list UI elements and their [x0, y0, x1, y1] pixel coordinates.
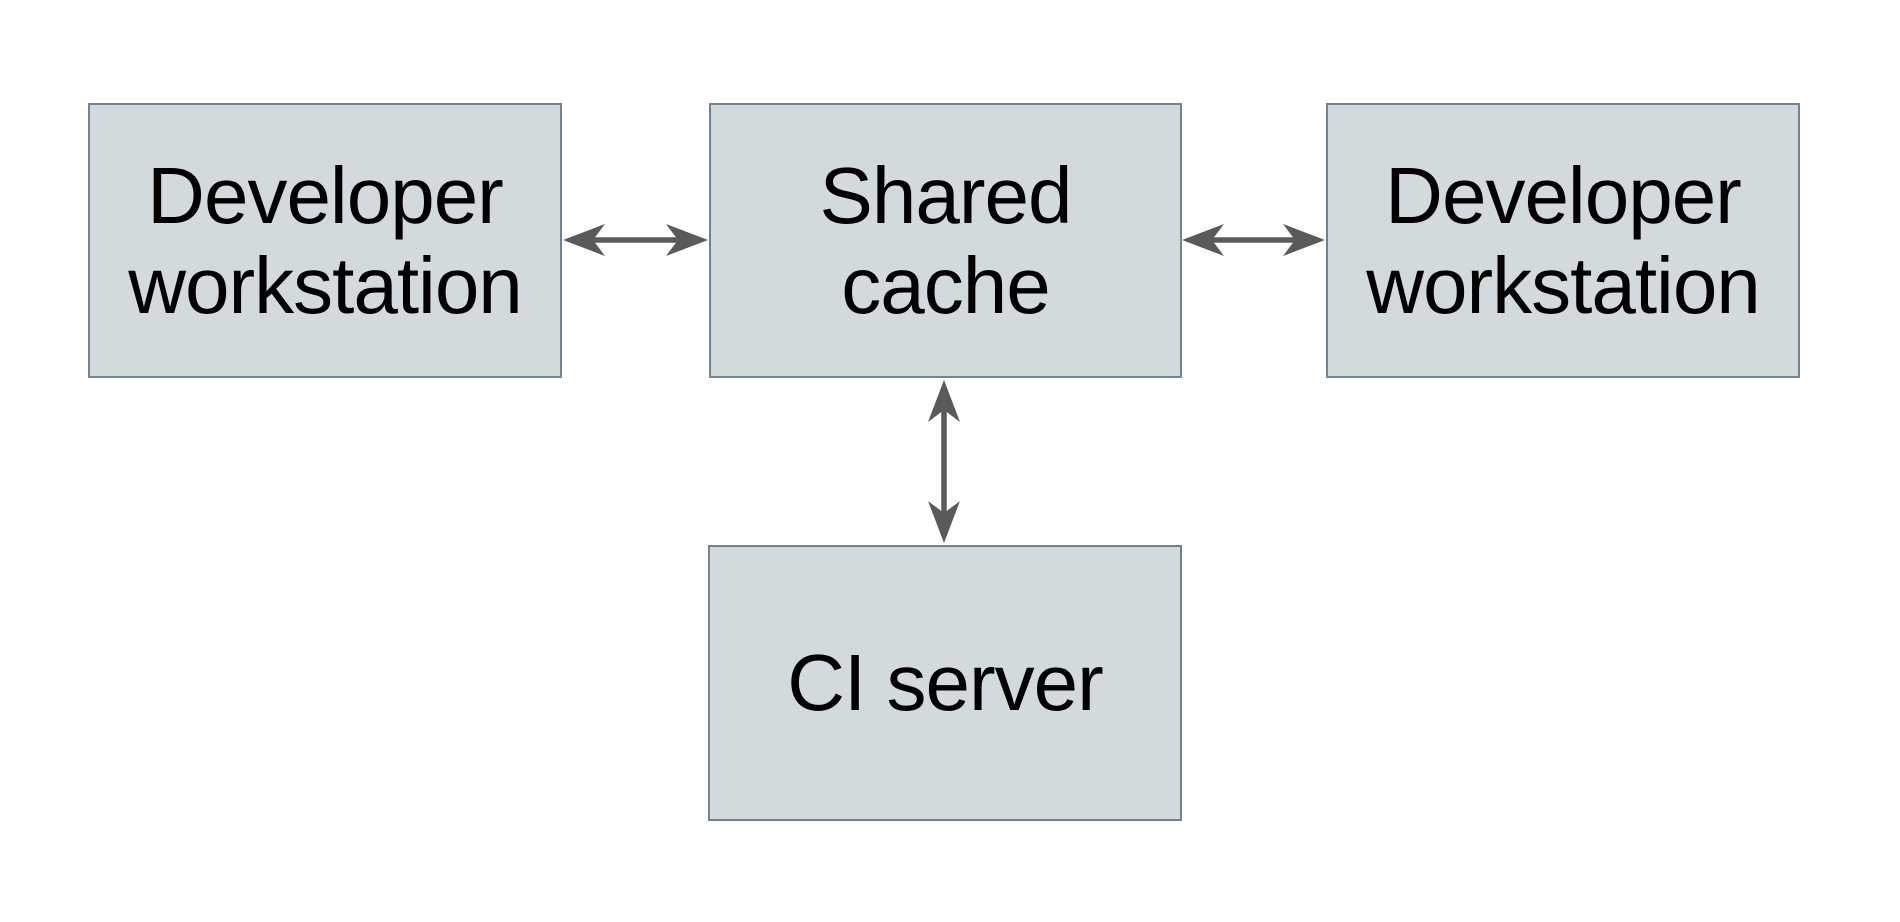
arrowhead-right-icon: [1283, 224, 1325, 256]
node-shared-cache: Shared cache: [709, 103, 1182, 378]
node-label-line: Developer: [1385, 150, 1742, 240]
edge-sharedcache-ciserver: [928, 380, 960, 543]
edge-devleft-sharedcache: [563, 224, 708, 256]
node-developer-workstation-left: Developer workstation: [88, 103, 562, 378]
arrowhead-up-icon: [928, 380, 960, 422]
node-label-line: cache: [841, 240, 1050, 330]
node-label-line: Shared: [819, 150, 1073, 240]
node-label-line: workstation: [1366, 240, 1761, 330]
arrowhead-down-icon: [928, 501, 960, 543]
node-label-line: CI server: [787, 638, 1103, 727]
arrowhead-right-icon: [666, 224, 708, 256]
arrowhead-left-icon: [1182, 224, 1224, 256]
node-label-line: Developer: [147, 150, 504, 240]
edge-sharedcache-devright: [1182, 224, 1325, 256]
node-ci-server: CI server: [708, 545, 1182, 821]
arrowhead-left-icon: [563, 224, 605, 256]
node-label-line: workstation: [128, 240, 523, 330]
node-developer-workstation-right: Developer workstation: [1326, 103, 1800, 378]
